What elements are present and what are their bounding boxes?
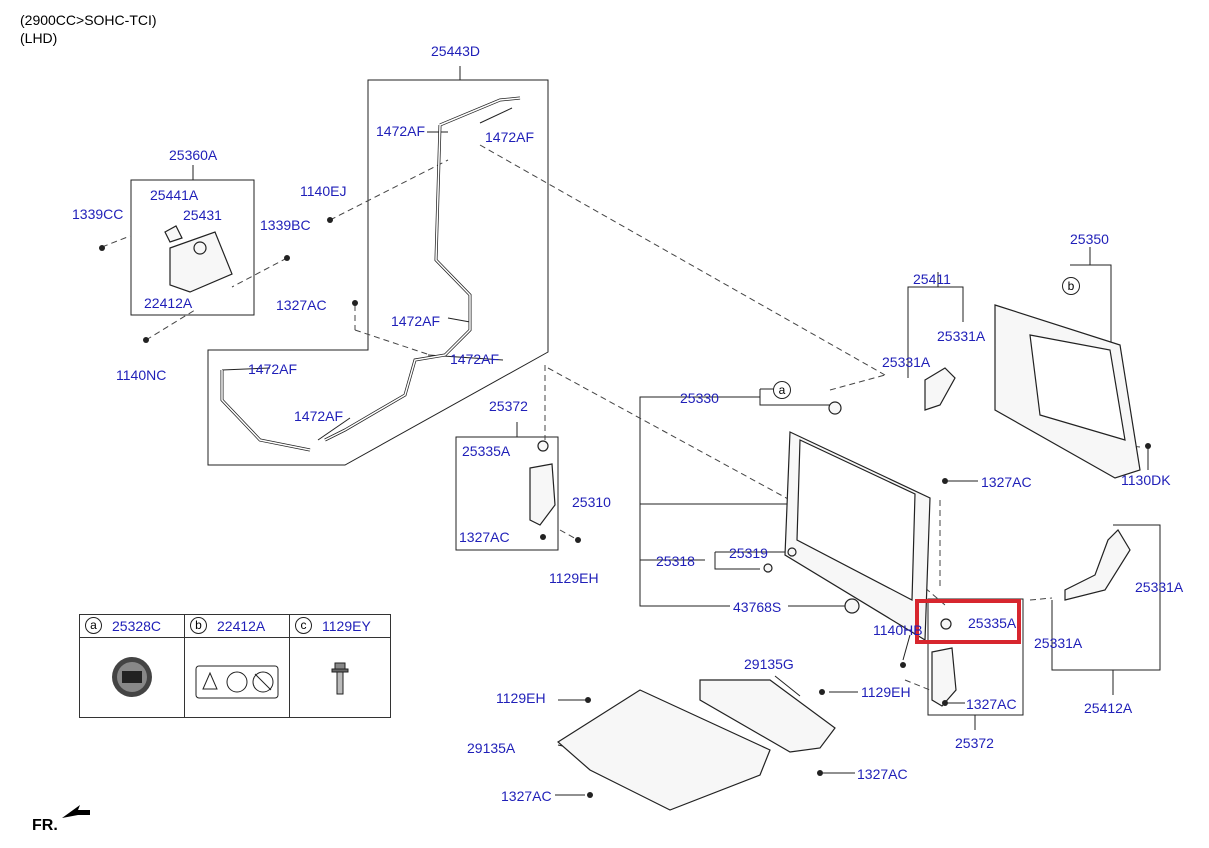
part-label[interactable]: 1339CC xyxy=(72,206,124,222)
warning-label-icon xyxy=(195,665,279,699)
part-label[interactable]: 25441A xyxy=(150,187,199,203)
part-label[interactable]: 1327AC xyxy=(981,474,1032,490)
part-label[interactable]: 25411 xyxy=(913,271,951,287)
part-label[interactable]: 1327AC xyxy=(459,529,510,545)
engine-spec: (2900CC>SOHC-TCI) xyxy=(20,12,157,28)
part-label[interactable]: 25331A xyxy=(1034,635,1083,651)
part-label[interactable]: 25330 xyxy=(680,390,719,406)
part-label[interactable]: 25335A xyxy=(462,443,511,459)
highlight-box xyxy=(915,599,1021,644)
part-label[interactable]: 25319 xyxy=(729,545,768,561)
legend-circle: b xyxy=(190,617,207,634)
front-marker: FR. xyxy=(32,817,58,834)
legend-part: 25328C xyxy=(112,618,162,634)
legend-circle: a xyxy=(85,617,102,634)
callout-a[interactable]: a xyxy=(773,381,791,399)
part-label[interactable]: 29135G xyxy=(744,656,794,672)
part-label[interactable]: 1140HB xyxy=(873,622,923,638)
part-label[interactable]: 29135A xyxy=(467,740,516,756)
part-label[interactable]: 1129EH xyxy=(861,684,911,700)
part-label[interactable]: 25318 xyxy=(656,553,695,569)
part-label[interactable]: 25331A xyxy=(937,328,986,344)
part-label[interactable]: 1472AF xyxy=(248,361,298,377)
legend-circle: c xyxy=(295,617,312,634)
part-label[interactable]: 25331A xyxy=(882,354,931,370)
drive-spec: (LHD) xyxy=(20,30,58,46)
part-label[interactable]: 1472AF xyxy=(450,351,500,367)
part-label[interactable]: 1472AF xyxy=(391,313,441,329)
part-label[interactable]: 25431 xyxy=(183,207,222,223)
part-label[interactable]: 22412A xyxy=(144,295,193,311)
legend-part: 1129EY xyxy=(322,618,371,634)
part-label[interactable]: 1140NC xyxy=(116,367,167,383)
part-label[interactable]: 25443D xyxy=(431,43,481,59)
part-label[interactable]: 1472AF xyxy=(294,408,344,424)
callout-b[interactable]: b xyxy=(1062,277,1080,295)
part-label[interactable]: 25412A xyxy=(1084,700,1133,716)
part-label[interactable]: 1327AC xyxy=(857,766,908,782)
part-label[interactable]: 1327AC xyxy=(501,788,552,804)
part-label[interactable]: 1327AC xyxy=(276,297,327,313)
bolt-icon xyxy=(331,662,349,695)
part-label[interactable]: 1339BC xyxy=(260,217,311,233)
part-label[interactable]: 1472AF xyxy=(485,129,535,145)
part-label[interactable]: 43768S xyxy=(733,599,782,615)
part-label[interactable]: 25335A xyxy=(968,615,1017,631)
part-label[interactable]: 25310 xyxy=(572,494,611,510)
part-label[interactable]: 1129EH xyxy=(496,690,546,706)
part-label[interactable]: 25372 xyxy=(955,735,994,751)
part-label[interactable]: 25372 xyxy=(489,398,528,414)
part-label[interactable]: 1472AF xyxy=(376,123,426,139)
part-label[interactable]: 1140EJ xyxy=(300,183,347,199)
part-label[interactable]: 25360A xyxy=(169,147,218,163)
part-label[interactable]: 1129EH xyxy=(549,570,599,586)
front-arrow-icon xyxy=(62,805,90,818)
legend-cell-a[interactable]: a 25328C xyxy=(80,615,185,717)
legend-cell-b[interactable]: b 22412A xyxy=(185,615,290,717)
part-label[interactable]: 1130DK xyxy=(1121,472,1171,488)
radiator-cap-label-icon xyxy=(112,657,152,697)
part-label[interactable]: 25350 xyxy=(1070,231,1109,247)
part-label[interactable]: 1327AC xyxy=(966,696,1017,712)
part-label[interactable]: 25331A xyxy=(1135,579,1184,595)
legend-table: a 25328C b 22412A c 1129EY xyxy=(79,614,391,718)
legend-part: 22412A xyxy=(217,618,266,634)
legend-cell-c[interactable]: c 1129EY xyxy=(290,615,391,717)
